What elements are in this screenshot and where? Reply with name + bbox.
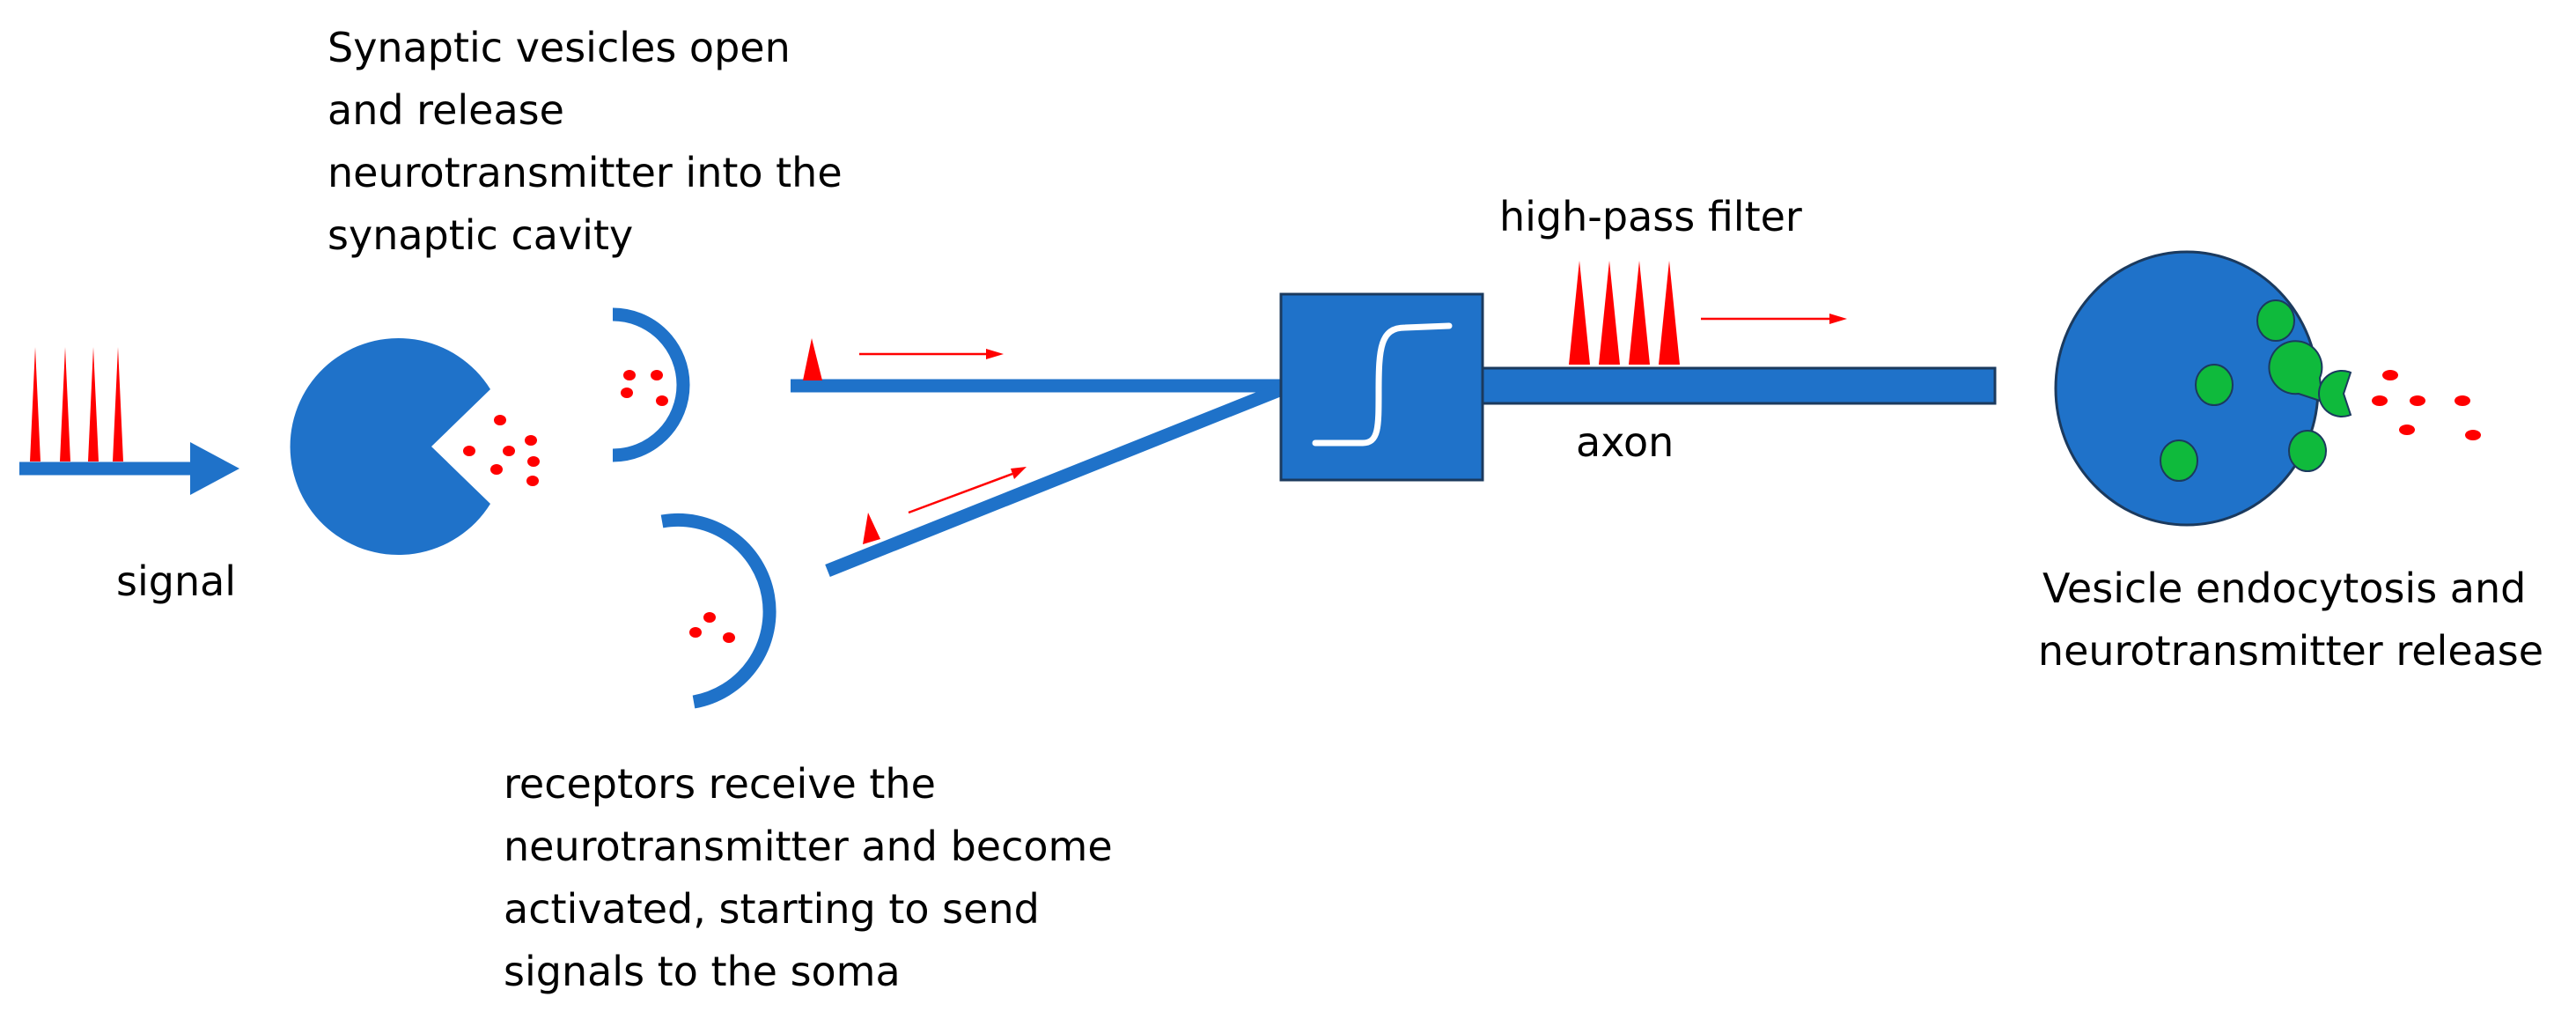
input-spike [30,347,40,462]
opening-vesicle [2268,340,2324,403]
axon-spike [1569,261,1590,365]
vesicle [2160,439,2198,482]
vesicle [2288,430,2327,472]
axon-direction-arrow [1701,314,1847,324]
upper-direction-arrow [859,349,1004,359]
upper-receptor [612,307,690,462]
axon-label: axon [1576,418,1674,466]
vesicle [2195,364,2234,406]
input-spike [113,347,123,462]
lower-receptor-neurotransmitter [689,612,735,643]
axon-bar [1481,366,1997,405]
upper-postsynaptic-spike [803,338,822,380]
presynaptic-terminal [290,337,490,555]
lower-direction-arrow [908,467,1027,514]
sigmoid-curve-icon [1312,322,1453,447]
upper-receptor-neurotransmitter [621,370,668,406]
signal-arrow-head [190,442,239,495]
input-spike [60,347,70,462]
released-neurotransmitter-output [2372,370,2481,440]
lower-dendrite-line [825,382,1286,577]
lower-receptor [660,513,776,709]
vesicles-open-label: Synaptic vesicles open and release neuro… [328,24,855,259]
high-pass-filter-label: high-pass filter [1499,193,1802,240]
axon-spike [1599,261,1620,365]
receptors-label: receptors receive the neurotransmitter a… [504,760,1125,995]
endocytosis-label: Vesicle endocytosis and neurotransmitter… [2038,565,2543,675]
vesicles [2160,299,2352,482]
signal-label: signal [116,557,236,605]
axon-spike [1659,261,1680,365]
vesicle [2256,299,2295,342]
fusing-vesicle [2318,370,2352,417]
input-spike [88,347,99,462]
axon-spike [1629,261,1650,365]
released-neurotransmitter [463,415,540,486]
lower-postsynaptic-spike [863,513,880,544]
input-signal [19,347,239,495]
